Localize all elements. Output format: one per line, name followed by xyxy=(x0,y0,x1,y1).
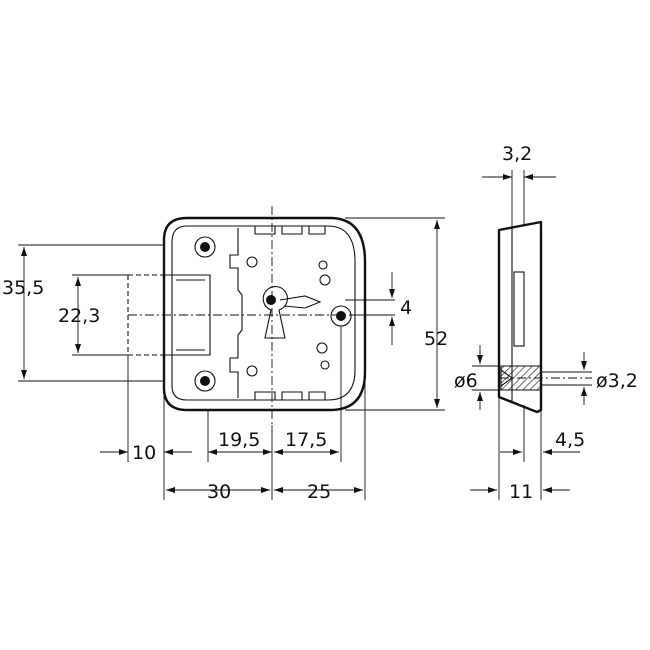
mechanism-slots-bottom xyxy=(254,391,326,400)
dim-width-right: 25 xyxy=(307,481,331,503)
side-slot xyxy=(513,271,525,347)
small-hole xyxy=(318,260,328,270)
dim-bolt-height: 22,3 xyxy=(58,305,100,327)
small-hole xyxy=(320,360,330,370)
dim-hole-large: ø6 xyxy=(454,370,478,392)
dim-top-thickness: 3,2 xyxy=(502,143,532,165)
dimension-labels: 3,2 35,5 22,3 4 52 ø6 ø3,2 10 19,5 17,5 … xyxy=(2,143,638,503)
dim-side-depth: 11 xyxy=(509,481,533,503)
small-hole xyxy=(316,342,328,354)
side-body-outline xyxy=(497,220,543,414)
dim-hole-small: ø3,2 xyxy=(596,370,638,392)
mechanism-slots-top xyxy=(254,226,326,235)
dim-width-left: 30 xyxy=(207,481,231,503)
small-hole xyxy=(246,365,258,377)
dim-body-height: 52 xyxy=(424,328,448,350)
front-view xyxy=(127,206,370,425)
dim-bolt-projection: 10 xyxy=(132,442,156,464)
dim-keyhole-offset: 4 xyxy=(400,297,412,319)
side-view xyxy=(497,220,592,414)
dimension-lines xyxy=(18,170,592,500)
screw-hole-top xyxy=(194,236,216,258)
dim-side-offset: 4,5 xyxy=(555,429,585,451)
mechanism-contour xyxy=(229,228,243,398)
small-hole xyxy=(319,274,331,286)
small-hole xyxy=(246,256,258,268)
keyhole xyxy=(262,286,322,339)
dim-overall-height: 35,5 xyxy=(2,277,44,299)
screw-hole-bottom xyxy=(194,370,216,392)
fixing-hole-right xyxy=(330,305,352,327)
inner-plate-outline xyxy=(171,225,356,401)
dim-keyhole-to-hole: 17,5 xyxy=(285,429,327,451)
lock-body-outline xyxy=(162,216,367,412)
dim-left-to-keyhole: 19,5 xyxy=(218,429,260,451)
